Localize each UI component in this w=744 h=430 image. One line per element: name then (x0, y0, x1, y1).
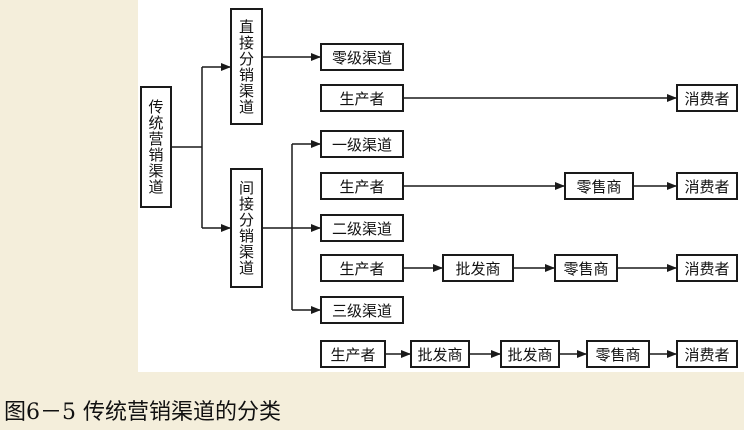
one-level-box: 一级渠道 (320, 130, 404, 158)
wholesaler-box: 批发商 (500, 340, 560, 368)
producer-box: 生产者 (320, 254, 404, 282)
indirect-channel-box: 间接分销渠道 (230, 168, 263, 288)
direct-channel-box: 直接分销渠道 (230, 8, 263, 125)
consumer-box: 消费者 (676, 84, 738, 112)
figure-caption: 图6－5 传统营销渠道的分类 (4, 400, 281, 425)
consumer-box: 消费者 (676, 254, 738, 282)
retailer-box: 零售商 (564, 172, 634, 200)
consumer-box: 消费者 (676, 172, 738, 200)
two-level-box: 二级渠道 (320, 214, 404, 242)
producer-box: 生产者 (320, 84, 404, 112)
zero-level-box: 零级渠道 (320, 43, 404, 71)
traditional-channel-box: 传统营销渠道 (140, 86, 172, 208)
wholesaler-box: 批发商 (410, 340, 470, 368)
producer-box: 生产者 (320, 172, 404, 200)
retailer-box: 零售商 (586, 340, 650, 368)
wholesaler-box: 批发商 (442, 254, 514, 282)
producer-box: 生产者 (320, 340, 386, 368)
retailer-box: 零售商 (554, 254, 618, 282)
consumer-box: 消费者 (676, 340, 738, 368)
three-level-box: 三级渠道 (320, 296, 404, 324)
